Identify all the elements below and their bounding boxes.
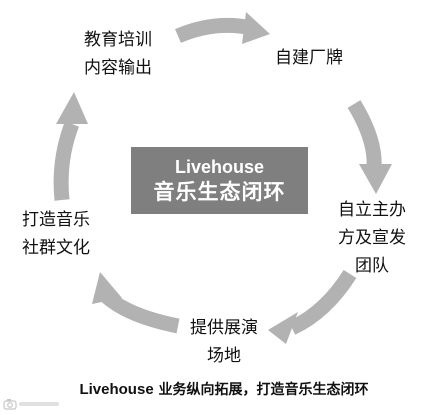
node-line: 团队 (355, 256, 389, 276)
arrow-bottom-right (268, 269, 357, 344)
node-line: 提供展演 (190, 318, 258, 338)
caption-latin: Livehouse (79, 381, 154, 398)
caption-text: 业务纵向拓展，打造音乐生态闭环 (153, 382, 369, 398)
node-line: 教育培训 (84, 30, 152, 50)
node-line: 方及宣发 (338, 228, 406, 248)
arrow-bottom-left (92, 272, 180, 334)
node-line: 内容输出 (84, 58, 152, 78)
node-education-content: 教育培训 内容输出 (84, 26, 152, 82)
watermark-mark-icon (19, 402, 59, 406)
node-line: 场地 (207, 346, 241, 366)
center-box: Livehouse 音乐生态闭环 (131, 147, 308, 214)
arrow-right (347, 100, 392, 194)
center-title-latin: Livehouse (174, 157, 265, 177)
node-venue: 提供展演 场地 (182, 314, 266, 370)
node-line: 自立主办 (338, 200, 406, 220)
camera-logo-icon (3, 399, 17, 410)
node-line: 打造音乐 (22, 210, 90, 230)
watermark (3, 397, 63, 411)
node-promotion-team: 自立主办 方及宣发 团队 (334, 196, 410, 280)
node-line: 自建厂牌 (275, 48, 343, 68)
node-line: 社群文化 (22, 238, 90, 258)
node-community-culture: 打造音乐 社群文化 (22, 206, 90, 262)
node-own-label: 自建厂牌 (275, 44, 343, 72)
arrow-top (175, 12, 270, 44)
center-title: 音乐生态闭环 (153, 180, 286, 204)
figure-caption: Livehouse 业务纵向拓展，打造音乐生态闭环 (0, 379, 448, 399)
arrow-left (53, 92, 88, 201)
